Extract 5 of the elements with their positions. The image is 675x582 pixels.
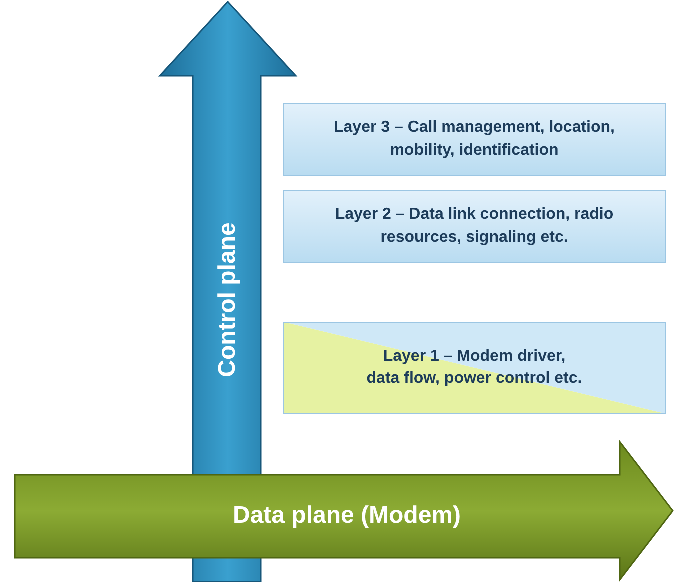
layer-label: Layer 3 – Call management, location, mobility, identification	[333, 118, 616, 160]
layer-label: Layer 1 – Modem driver, data flow, power control etc.	[366, 346, 584, 389]
arrow-label: Control plane	[214, 222, 242, 378]
layer-label: Layer 2 – Data link connection, radio resources, signaling etc.	[334, 205, 615, 248]
arrow-label: Data plane (Modem)	[232, 502, 462, 530]
